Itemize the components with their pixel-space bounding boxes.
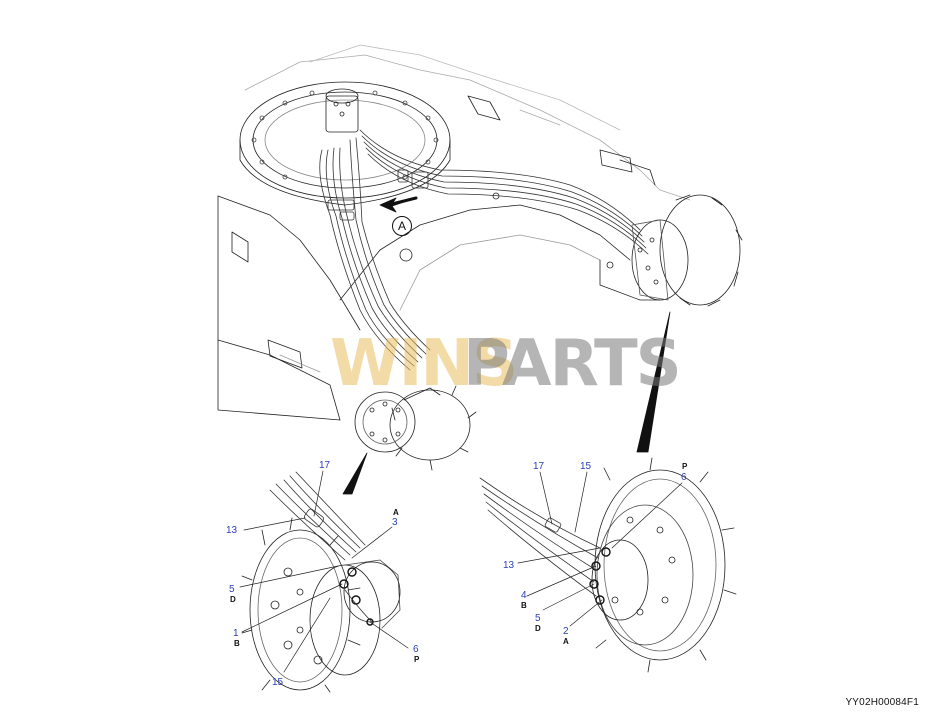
callout-13-right: 13 (503, 560, 515, 571)
port-b-left: B (234, 639, 240, 648)
callout-13-left: 13 (226, 525, 238, 536)
port-b-right: B (521, 601, 527, 610)
port-a-right: A (563, 637, 569, 646)
callout-1-left: 1 (233, 628, 239, 639)
track-frame (217, 44, 691, 421)
callout-3-left: 3 (392, 517, 398, 528)
left-detail-hoses (269, 471, 373, 623)
port-a-left: A (393, 508, 399, 517)
callout-17-right: 17 (533, 461, 545, 472)
left-detail-drawing (241, 517, 401, 693)
port-p-left: P (414, 655, 420, 664)
port-d-right: D (535, 624, 541, 633)
left-detail-leaders (239, 470, 409, 673)
view-marker: A (392, 216, 412, 236)
callout-2-right: 2 (563, 626, 569, 637)
right-travel-motor (631, 194, 743, 307)
callout-6-right: 6 (681, 472, 687, 483)
callout-4-right: 4 (521, 590, 527, 601)
callout-6-left: 6 (413, 644, 419, 655)
hose-bundle-right (359, 129, 649, 255)
right-detail-leaders (517, 471, 683, 627)
left-detail-pointer (342, 452, 368, 495)
port-d-left: D (230, 595, 236, 604)
callout-15-right: 15 (580, 461, 592, 472)
watermark-part1: WINS (330, 327, 518, 401)
callout-15-left: 15 (272, 677, 284, 688)
port-p-right: P (682, 462, 688, 471)
figure-id: YY02H00084F1 (845, 697, 919, 708)
hose-bundle-left (319, 137, 431, 371)
callout-5-left: 5 (229, 584, 235, 595)
right-detail-drawing (589, 457, 737, 673)
callout-17-left: 17 (319, 460, 331, 471)
watermark-part2: PARTS (463, 327, 682, 401)
swing-bearing (239, 81, 451, 206)
callout-5-right: 5 (535, 613, 541, 624)
right-detail-pointer (636, 311, 671, 453)
left-travel-motor (354, 385, 477, 471)
